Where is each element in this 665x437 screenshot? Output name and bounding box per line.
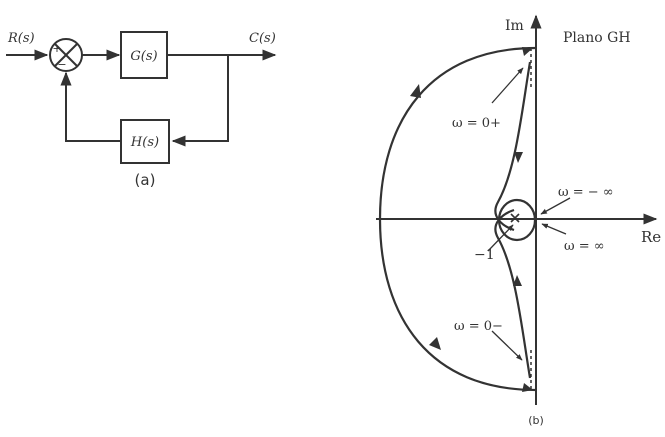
- sum-plus-sign: +: [52, 42, 61, 55]
- block-diagram: [6, 31, 277, 164]
- arrow-upper-branch: [514, 152, 523, 163]
- leader-omega-0-plus: [491, 67, 524, 104]
- large-semicircle: [378, 46, 537, 392]
- leader-minus-one: [487, 224, 514, 252]
- nyquist-axes: [376, 14, 658, 405]
- minus-one-label: −1: [474, 247, 495, 263]
- input-label: R(s): [7, 31, 35, 46]
- plane-label: Plano GH: [563, 30, 631, 46]
- summing-cross-2: [54, 43, 78, 67]
- feedback-line-down: [171, 55, 229, 147]
- annotation-leaders: [487, 67, 571, 361]
- minus-one-marker-2: [510, 213, 520, 223]
- omega-neg-inf-label: ω = − ∞: [558, 185, 614, 200]
- arrow-top-end: [522, 47, 533, 56]
- caption-a: (a): [135, 171, 156, 189]
- omega-0-minus-label: ω = 0−: [454, 319, 503, 334]
- real-axis-label: Re: [641, 228, 661, 246]
- arrow-semicircle-upper: [410, 84, 421, 98]
- arrow-semicircle-lower: [429, 337, 441, 350]
- g-block-label: G(s): [130, 49, 157, 64]
- arrow-lower-branch: [513, 275, 522, 286]
- leader-omega-neg-inf: [540, 197, 571, 215]
- omega-pos-inf-label: ω = ∞: [564, 239, 605, 254]
- g-block: [120, 31, 168, 79]
- output-label: C(s): [249, 31, 276, 46]
- leader-omega-pos-inf: [541, 223, 567, 235]
- lower-branch: [494, 208, 532, 379]
- caption-b: (b): [528, 414, 544, 427]
- feedback-line-up: [60, 71, 121, 142]
- omega-0-plus-label: ω = 0+: [452, 116, 501, 131]
- imag-axis-label: Im: [505, 18, 524, 34]
- arrow-bottom-end: [522, 383, 533, 392]
- nyquist-curves: [378, 46, 537, 392]
- direction-arrows: [410, 47, 533, 392]
- small-circle: [497, 198, 537, 242]
- sum-minus-sign: −: [57, 58, 66, 71]
- h-block-label: H(s): [130, 135, 159, 150]
- leader-omega-0-minus: [491, 330, 523, 361]
- upper-branch: [494, 61, 532, 232]
